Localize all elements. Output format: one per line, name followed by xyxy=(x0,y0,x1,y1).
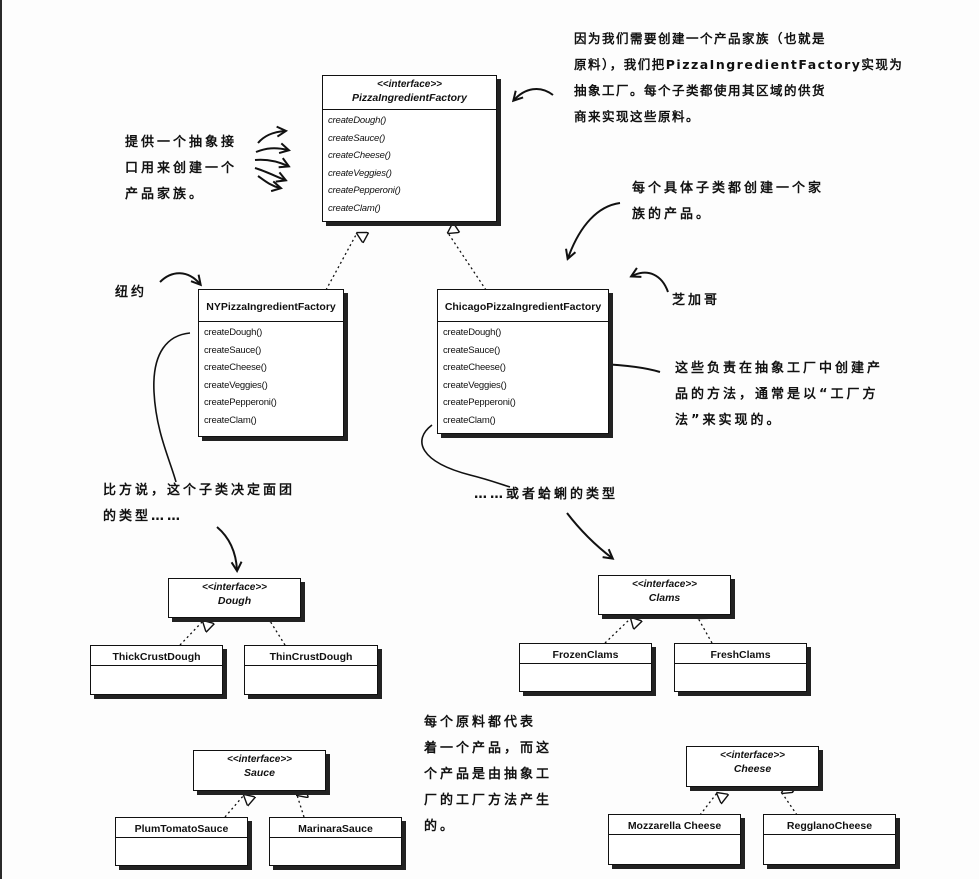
stereotype-label: <<interface>> xyxy=(226,754,293,765)
thick-crust-dough-box: ThickCrustDough xyxy=(90,645,223,695)
arrow-ny xyxy=(159,272,200,284)
dough-interface-box: <<interface>> Dough xyxy=(168,578,301,618)
mozzarella-cheese-box: Mozzarella Cheese xyxy=(608,814,741,865)
realization-ny xyxy=(325,233,357,291)
note-factory-method: 这些负责在抽象工厂中创建产 品的方法，通常是以“工厂方 法”来实现的。 xyxy=(675,361,884,428)
class-name: MarinaraSauce xyxy=(298,823,373,835)
class-name: FreshClams xyxy=(710,649,771,661)
method: createVeggies() xyxy=(204,379,268,391)
class-name: FrozenClams xyxy=(552,649,619,661)
realization-thin xyxy=(270,621,286,646)
arrow-dough xyxy=(216,526,237,570)
realization-thick xyxy=(179,621,203,646)
note-interface-purpose: 提供一个抽象接 口用来创建一个 产品家族。 xyxy=(125,135,238,202)
method: createSauce() xyxy=(204,344,262,356)
realization-marinara xyxy=(297,795,304,818)
method: createPepperoni() xyxy=(204,397,277,409)
clams-interface-box: <<interface>> Clams xyxy=(598,575,731,615)
sauce-interface-box: <<interface>> Sauce xyxy=(193,750,326,791)
method: createVeggies() xyxy=(328,167,392,179)
method: createPepperoni() xyxy=(328,185,401,197)
realization-frozen xyxy=(604,618,631,644)
class-name: ThickCrustDough xyxy=(112,651,201,663)
note-chicago: 芝加哥 xyxy=(672,293,721,308)
note-new-york: 纽约 xyxy=(115,285,148,300)
abstract-factory-box: <<interface>> PizzaIngredientFactory cre… xyxy=(322,75,497,222)
realization-reggiano xyxy=(782,793,798,816)
class-name: ThinCrustDough xyxy=(269,651,353,663)
cheese-interface-box: <<interface>> Cheese xyxy=(686,746,819,787)
stereotype-label: <<interface>> xyxy=(201,582,268,593)
method: createDough() xyxy=(204,327,263,338)
fresh-clams-box: FreshClams xyxy=(674,643,807,692)
method: createVeggies() xyxy=(443,379,507,391)
note-each-subclass: 每个具体子类都创建一个家 族的产品。 xyxy=(632,181,825,222)
method: createCheese() xyxy=(443,362,506,374)
method: createPepperoni() xyxy=(443,397,516,409)
marinara-sauce-box: MarinaraSauce xyxy=(269,817,402,866)
class-name: NYPizzaIngredientFactory xyxy=(206,301,336,313)
method: createCheese() xyxy=(328,150,391,162)
stereotype-label: <<interface>> xyxy=(376,79,443,90)
arrow-top-note xyxy=(514,88,554,100)
page-edge xyxy=(0,0,2,879)
realization-fresh xyxy=(698,618,713,644)
reggiano-cheese-box: RegglanoCheese xyxy=(763,814,896,865)
realization-mozzarella xyxy=(699,793,717,816)
note-clam-type: ……或者蛤蜊的类型 xyxy=(474,487,619,502)
stereotype-label: <<interface>> xyxy=(719,750,786,761)
method: createClam() xyxy=(328,202,381,214)
method: createSauce() xyxy=(443,344,501,356)
note-dough-type: 比方说，这个子类决定面团 的类型…… xyxy=(103,483,296,524)
thin-crust-dough-box: ThinCrustDough xyxy=(244,645,378,695)
class-name: ChicagoPizzaIngredientFactory xyxy=(444,301,602,313)
chicago-factory-box: ChicagoPizzaIngredientFactory createDoug… xyxy=(437,289,609,434)
frozen-clams-box: FrozenClams xyxy=(519,643,652,692)
class-name: PizzaIngredientFactory xyxy=(352,92,467,104)
ny-factory-box: NYPizzaIngredientFactory createDough() c… xyxy=(198,289,344,437)
arrow-chicago xyxy=(632,273,669,293)
class-name: PlumTomatoSauce xyxy=(134,823,229,835)
curve-ny-methods xyxy=(153,332,191,483)
curve-chicago-clam xyxy=(421,424,511,488)
class-name: Dough xyxy=(217,595,252,607)
class-name: Mozzarella Cheese xyxy=(627,820,722,832)
note-abstract-factory-rationale: 因为我们需要创建一个产品家族（也就是 原料），我们把PizzaIngredien… xyxy=(574,31,904,124)
method: createSauce() xyxy=(328,132,386,144)
method: createDough() xyxy=(328,115,387,126)
class-name: Cheese xyxy=(733,763,772,775)
method: createDough() xyxy=(443,327,502,338)
realization-plum xyxy=(224,795,244,818)
arrow-each-subclass xyxy=(568,202,621,258)
class-name: Clams xyxy=(648,592,681,604)
realization-chicago xyxy=(448,233,487,291)
stereotype-label: <<interface>> xyxy=(631,579,698,590)
arrow-bundle-left xyxy=(254,131,288,188)
method: createCheese() xyxy=(204,362,267,374)
method: createClam() xyxy=(204,414,257,426)
method: createClam() xyxy=(443,414,496,426)
plum-tomato-sauce-box: PlumTomatoSauce xyxy=(115,817,248,866)
class-name: Sauce xyxy=(244,767,275,779)
arrow-clams xyxy=(566,512,612,558)
class-name: RegglanoCheese xyxy=(786,820,873,832)
note-each-ingredient: 每个原料都代表 着一个产品，而这 个产品是由抽象工 厂的工厂方法产生 的。 xyxy=(424,715,553,834)
